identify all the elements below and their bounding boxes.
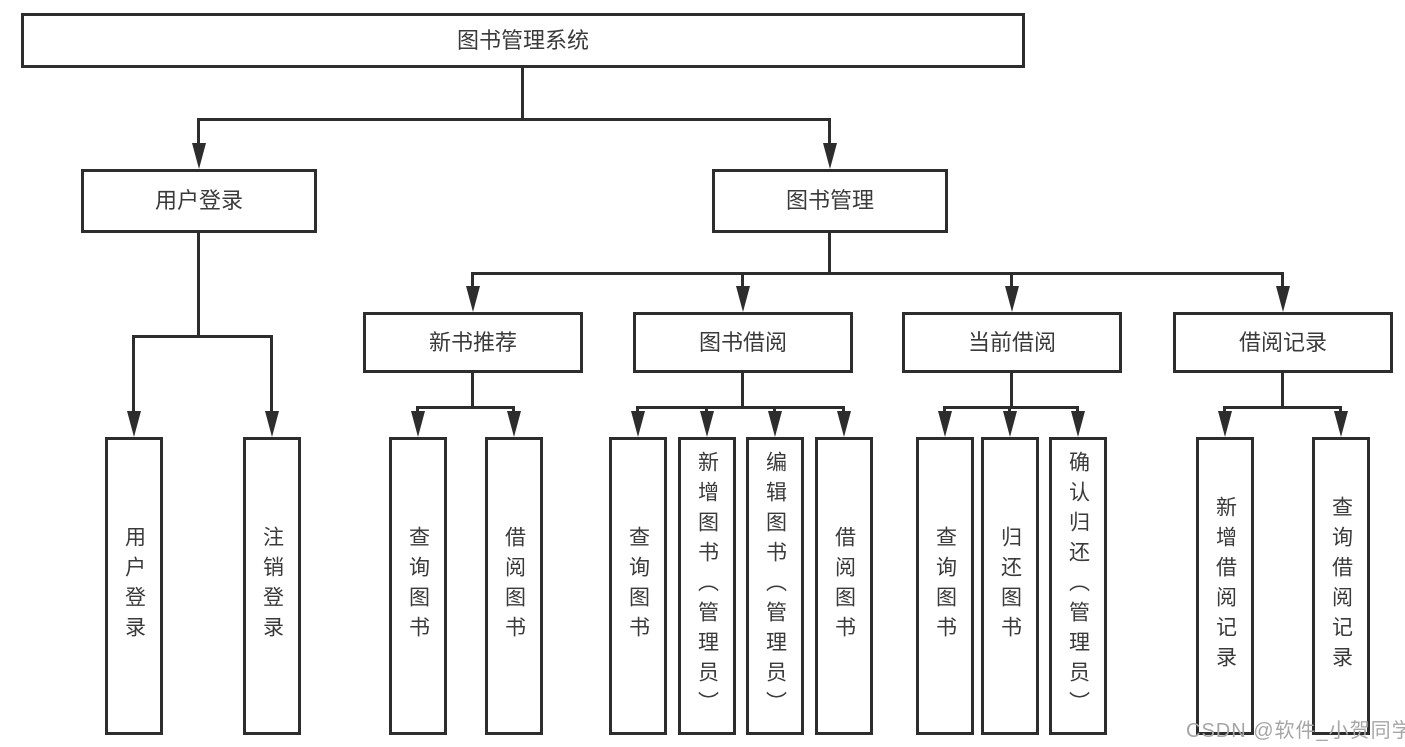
leaf-borrow-books: 借阅图书 [815,437,873,735]
leaf-borrow-books-recommend: 借阅图书 [485,437,543,735]
connector-new-book-recommend-rail [416,406,515,409]
leaf-logout: 注销登录 [243,437,301,735]
connector-drop-leaf-query2 [636,406,639,414]
connector-drop-borrowing-records [1281,272,1284,288]
arrowhead-leaf-return [1003,411,1017,437]
leaf-add-borrow-record: 新增借阅记录 [1196,437,1254,735]
connector-current-borrowing-stem [1010,373,1013,409]
connector-user-login-rail [132,335,273,338]
connector-book-management-stem [828,233,831,274]
node-book-management: 图书管理 [712,169,948,233]
node-borrowing-records: 借阅记录 [1173,312,1393,373]
connector-borrowing-records-rail [1223,406,1342,409]
arrowhead-leaf-edit-books [768,411,782,437]
leaf-query-books-borrowing-label: 查询图书 [626,526,650,646]
connector-root-stem [521,68,524,120]
leaf-edit-books-admin-label: 编辑图书（管理员） [763,451,787,721]
connector-borrowing-records-stem [1281,373,1284,409]
connector-drop-leaf-confirm-return [1076,406,1079,414]
leaf-user-login: 用户登录 [105,437,163,735]
connector-user-login-stem [197,233,200,337]
connector-drop-user-login [197,118,200,145]
arrowhead-current-borrowing [1005,286,1019,312]
connector-drop-leaf-query-record [1339,406,1342,414]
node-current-borrowing: 当前借阅 [902,312,1122,373]
connector-drop-leaf-add-books [705,406,708,414]
connector-drop-leaf-add-record [1223,406,1226,414]
arrowhead-borrowing-records [1276,286,1290,312]
leaf-query-borrow-record-label: 查询借阅记录 [1329,496,1353,676]
connector-drop-new-book-recommend [471,272,474,288]
arrowhead-leaf-query3 [938,411,952,437]
leaf-add-borrow-record-label: 新增借阅记录 [1213,496,1237,676]
node-root-system: 图书管理系统 [21,13,1025,68]
connector-drop-leaf-user-login [132,335,135,413]
arrowhead-leaf-borrow2 [837,411,851,437]
csdn-watermark: CSDN @软件_小贺同学 [1186,720,1405,742]
arrowhead-new-book-recommend [466,286,480,312]
connector-drop-book-borrowing [741,272,744,288]
leaf-edit-books-admin: 编辑图书（管理员） [746,437,804,735]
leaf-query-borrow-record: 查询借阅记录 [1312,437,1370,735]
leaf-confirm-return-admin: 确认归还（管理员） [1049,437,1107,735]
node-user-login: 用户登录 [81,169,317,233]
leaf-borrow-books-recommend-label: 借阅图书 [502,526,526,646]
connector-drop-leaf-query1 [416,406,419,414]
leaf-query-books-recommend: 查询图书 [389,437,447,735]
arrowhead-leaf-query2 [631,411,645,437]
connector-drop-book-management [828,118,831,145]
connector-drop-leaf-logout [270,335,273,413]
arrowhead-book-management [823,143,837,169]
connector-current-borrowing-rail [943,406,1079,409]
arrowhead-user-login [192,143,206,169]
leaf-query-books-current: 查询图书 [916,437,974,735]
connector-book-borrowing-rail [636,406,845,409]
leaf-borrow-books-label: 借阅图书 [832,526,856,646]
connector-drop-leaf-edit-books [773,406,776,414]
connector-drop-leaf-borrow2 [842,406,845,414]
connector-drop-leaf-borrow1 [512,406,515,414]
leaf-logout-label: 注销登录 [260,526,284,646]
connector-drop-leaf-return [1008,406,1011,414]
arrowhead-leaf-query1 [411,411,425,437]
arrowhead-leaf-logout [265,411,279,437]
leaf-query-books-current-label: 查询图书 [933,526,957,646]
node-book-borrowing: 图书借阅 [633,312,853,373]
connector-drop-current-borrowing [1010,272,1013,288]
connector-level3-rail [471,272,1284,275]
node-new-book-recommend: 新书推荐 [363,312,583,373]
arrowhead-book-borrowing [736,286,750,312]
leaf-query-books-borrowing: 查询图书 [609,437,667,735]
arrowhead-leaf-borrow1 [507,411,521,437]
leaf-return-books-label: 归还图书 [998,526,1022,646]
arrowhead-leaf-add-books [700,411,714,437]
connector-drop-leaf-query3 [943,406,946,414]
leaf-confirm-return-admin-label: 确认归还（管理员） [1066,451,1090,721]
connector-new-book-recommend-stem [471,373,474,409]
arrowhead-leaf-user-login [127,411,141,437]
arrowhead-leaf-query-record [1334,411,1348,437]
leaf-add-books-admin: 新增图书（管理员） [678,437,736,735]
leaf-add-books-admin-label: 新增图书（管理员） [695,451,719,721]
leaf-query-books-recommend-label: 查询图书 [406,526,430,646]
leaf-user-login-label: 用户登录 [122,526,146,646]
connector-book-borrowing-stem [741,373,744,409]
arrowhead-leaf-confirm-return [1071,411,1085,437]
arrowhead-leaf-add-record [1218,411,1232,437]
leaf-return-books: 归还图书 [981,437,1039,735]
connector-level2-rail [197,118,831,121]
